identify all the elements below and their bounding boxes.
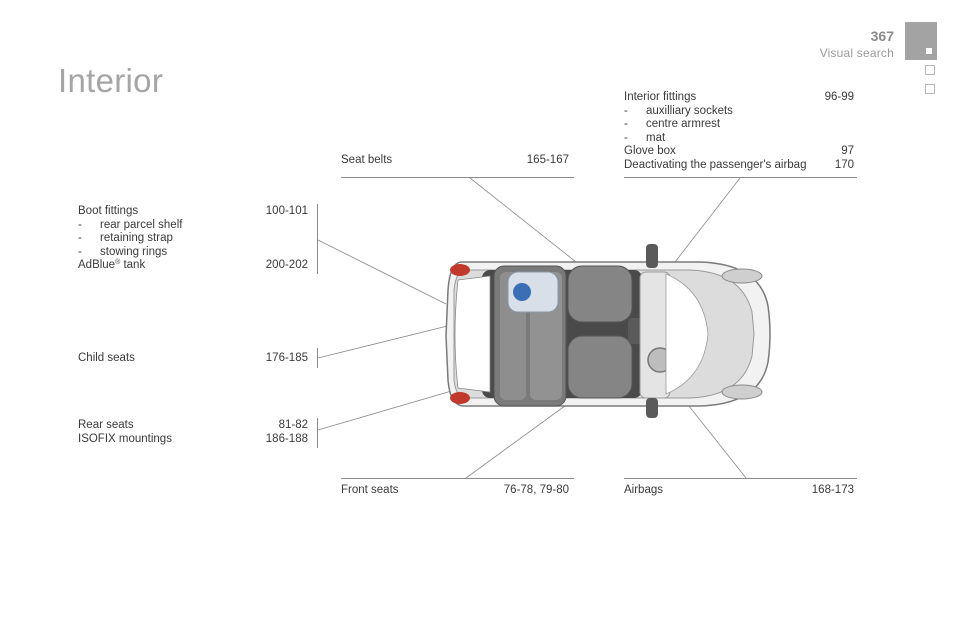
section-tab[interactable]	[925, 65, 935, 75]
square-icon	[926, 48, 932, 54]
airbags-pages: 168-173	[811, 484, 854, 496]
adblue-row[interactable]: AdBlue® tank 200-202	[78, 259, 308, 273]
page-number: 367	[870, 28, 894, 44]
list-item: -auxilliary sockets	[624, 104, 733, 117]
seat-belts-pages: 165-167	[526, 154, 569, 166]
adblue-pages: 200-202	[265, 259, 308, 271]
list-item: -stowing rings	[78, 245, 168, 258]
isofix-row[interactable]: ISOFIX mountings 186-188	[78, 433, 308, 447]
interior-fittings-row[interactable]: Interior fittings 96-99	[624, 91, 854, 105]
bracket-rear-seats	[317, 418, 318, 448]
glove-box-pages: 97	[841, 145, 854, 157]
adblue-label: AdBlue® tank	[78, 259, 146, 271]
list-item: -rear parcel shelf	[78, 218, 183, 231]
page-title: Interior	[58, 62, 164, 99]
leader-seat-belts	[469, 177, 577, 263]
rear-seats-label: Rear seats	[78, 419, 134, 431]
divider	[341, 478, 574, 479]
list-item: -retaining strap	[78, 232, 173, 244]
rear-seats-row[interactable]: Rear seats 81-82	[78, 419, 308, 433]
child-seats-label: Child seats	[78, 352, 135, 364]
callout-rear-seats: Rear seats 81-82 ISOFIX mountings 186-18…	[78, 419, 308, 446]
interior-fittings-pages: 96-99	[824, 91, 854, 103]
seat-belts-label: Seat belts	[341, 154, 393, 166]
airbag-deactivation-row[interactable]: Deactivating the passenger's airbag 170	[624, 159, 854, 173]
list-item: -centre armrest	[624, 118, 721, 130]
divider	[624, 478, 857, 479]
glove-box-label: Glove box	[624, 145, 676, 157]
boot-fittings-row[interactable]: Boot fittings 100-101	[78, 205, 308, 219]
callout-interior-fittings: Interior fittings 96-99 -auxilliary sock…	[624, 91, 854, 172]
airbag-deactivation-pages: 170	[834, 158, 854, 171]
front-seats-label: Front seats	[341, 484, 399, 496]
callout-front-seats[interactable]: Front seats 76-78, 79-80	[341, 484, 569, 498]
leader-interior-fittings	[671, 177, 741, 267]
isofix-pages: 186-188	[265, 432, 308, 445]
rear-seats-pages: 81-82	[278, 419, 308, 431]
front-seats-pages: 76-78, 79-80	[503, 484, 569, 496]
bracket-boot	[317, 204, 318, 274]
leader-boot	[317, 239, 447, 305]
airbag-deactivation-label: Deactivating the passenger's airbag	[624, 158, 807, 171]
section-label: Visual search	[819, 46, 894, 60]
leader-lines	[317, 177, 747, 479]
boot-fittings-label: Boot fittings	[78, 205, 139, 217]
glove-box-row[interactable]: Glove box 97	[624, 145, 854, 159]
divider	[341, 177, 574, 178]
callout-seat-belts[interactable]: Seat belts 165-167	[341, 154, 569, 168]
section-tab-active[interactable]	[905, 22, 937, 60]
isofix-label: ISOFIX mountings	[78, 432, 172, 445]
list-item: -mat	[624, 131, 666, 144]
callout-airbags[interactable]: Airbags 168-173	[624, 484, 854, 498]
divider	[624, 177, 857, 178]
section-tab[interactable]	[925, 84, 935, 94]
callout-child-seats[interactable]: Child seats 176-185	[78, 352, 308, 366]
car-top-view	[445, 244, 771, 418]
airbags-label: Airbags	[624, 484, 663, 496]
callout-boot-fittings: Boot fittings 100-101 -rear parcel shelf…	[78, 205, 308, 273]
interior-fittings-label: Interior fittings	[624, 91, 697, 103]
boot-fittings-pages: 100-101	[265, 205, 308, 217]
bracket-child-seats	[317, 348, 318, 368]
child-seats-pages: 176-185	[265, 352, 308, 364]
